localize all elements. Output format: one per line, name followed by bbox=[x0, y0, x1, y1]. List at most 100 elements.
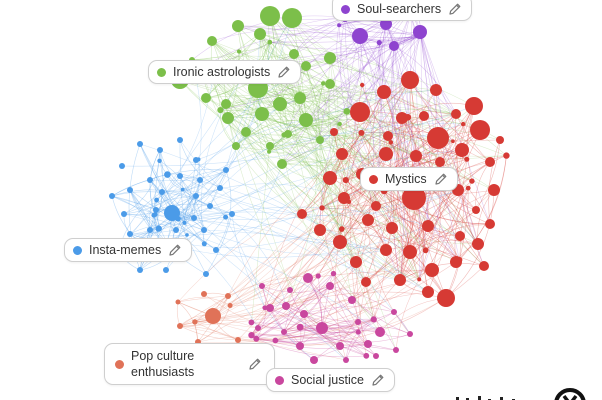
community-label-text: Pop culture enthusiasts bbox=[131, 349, 195, 379]
community-label-insta-memes[interactable]: Insta-memes bbox=[64, 238, 193, 262]
edge bbox=[422, 141, 454, 293]
edge bbox=[193, 217, 263, 287]
pencil-icon[interactable] bbox=[448, 2, 462, 16]
edge bbox=[227, 117, 321, 141]
edge bbox=[339, 123, 417, 157]
edge bbox=[269, 41, 475, 107]
edge bbox=[390, 142, 473, 182]
edge bbox=[177, 297, 231, 306]
edge bbox=[395, 279, 420, 351]
edge bbox=[129, 71, 215, 235]
edge bbox=[251, 334, 397, 351]
edge bbox=[179, 295, 229, 327]
edge bbox=[411, 7, 420, 280]
community-label-mystics[interactable]: Mystics bbox=[360, 167, 458, 191]
edge bbox=[400, 105, 475, 281]
community-label-social-justice[interactable]: Social justice bbox=[266, 368, 395, 392]
edge bbox=[329, 83, 464, 125]
edge bbox=[400, 262, 485, 281]
edge bbox=[391, 45, 411, 253]
node-mystics bbox=[342, 177, 349, 184]
node-pop bbox=[205, 308, 221, 324]
edge bbox=[179, 79, 401, 281]
node-ironic bbox=[232, 20, 244, 32]
node-insta bbox=[151, 212, 157, 218]
edge bbox=[281, 45, 395, 165]
edge bbox=[319, 7, 413, 231]
edge bbox=[283, 187, 469, 333]
node-mystics bbox=[377, 85, 391, 99]
node-mystics bbox=[401, 71, 419, 89]
edge bbox=[285, 227, 393, 307]
edge bbox=[351, 299, 397, 351]
community-label-text: Ironic astrologists bbox=[173, 65, 271, 79]
node-insta bbox=[193, 157, 199, 163]
edge bbox=[111, 195, 157, 211]
edge bbox=[251, 205, 377, 336]
pencil-icon[interactable] bbox=[277, 65, 291, 79]
edge bbox=[179, 285, 263, 327]
pencil-icon[interactable] bbox=[248, 357, 262, 371]
edge bbox=[392, 45, 457, 263]
edge bbox=[287, 133, 387, 155]
edge bbox=[269, 41, 437, 93]
edge bbox=[202, 67, 479, 245]
edge bbox=[210, 223, 491, 321]
node-mystics bbox=[422, 220, 434, 232]
edge bbox=[454, 187, 469, 263]
node-insta bbox=[147, 227, 153, 233]
edge bbox=[488, 139, 501, 225]
edge bbox=[329, 285, 381, 333]
community-label-pop-culture-enthusiasts[interactable]: Pop culture enthusiasts bbox=[104, 343, 275, 385]
edge bbox=[329, 79, 411, 179]
node-ironic bbox=[254, 28, 266, 40]
node-soul bbox=[413, 25, 427, 39]
community-label-text: Soul-searchers bbox=[357, 2, 442, 16]
node-insta bbox=[119, 163, 125, 169]
edge bbox=[306, 7, 413, 125]
node-social bbox=[310, 356, 318, 364]
edge bbox=[269, 15, 321, 141]
edge bbox=[237, 25, 331, 179]
edge bbox=[344, 17, 411, 81]
node-mystics bbox=[338, 192, 350, 204]
community-label-soul-searchers[interactable]: Soul-searchers bbox=[332, 0, 473, 21]
node-mystics bbox=[427, 127, 449, 149]
node-ironic bbox=[273, 97, 287, 111]
node-social bbox=[255, 325, 261, 331]
pencil-icon[interactable] bbox=[434, 172, 448, 186]
edge bbox=[251, 322, 381, 333]
edge bbox=[215, 249, 347, 361]
edge bbox=[179, 139, 183, 190]
node-mystics bbox=[451, 109, 461, 119]
edge bbox=[420, 36, 429, 227]
pencil-icon[interactable] bbox=[371, 373, 385, 387]
edge bbox=[256, 285, 331, 340]
edge bbox=[155, 203, 233, 215]
edge bbox=[291, 17, 457, 115]
node-insta bbox=[137, 141, 143, 147]
edge bbox=[227, 228, 342, 297]
edge bbox=[197, 336, 276, 343]
node-insta bbox=[121, 211, 127, 217]
edge bbox=[303, 313, 359, 333]
edge bbox=[227, 51, 240, 119]
edge bbox=[197, 269, 433, 343]
edge bbox=[284, 116, 464, 136]
node-ironic bbox=[241, 127, 251, 137]
mystics-color-dot bbox=[369, 174, 378, 184]
community-label-ironic-astrologists[interactable]: Ironic astrologists bbox=[148, 60, 302, 84]
node-insta bbox=[173, 227, 179, 233]
edge bbox=[178, 149, 463, 220]
edge bbox=[329, 177, 460, 261]
pencil-icon[interactable] bbox=[168, 243, 182, 257]
node-pop bbox=[225, 293, 231, 299]
node-mystics bbox=[371, 201, 381, 211]
node-mystics bbox=[417, 277, 422, 282]
node-mystics bbox=[488, 184, 500, 196]
edge bbox=[358, 326, 411, 335]
edge bbox=[337, 132, 362, 243]
edge bbox=[269, 36, 421, 50]
